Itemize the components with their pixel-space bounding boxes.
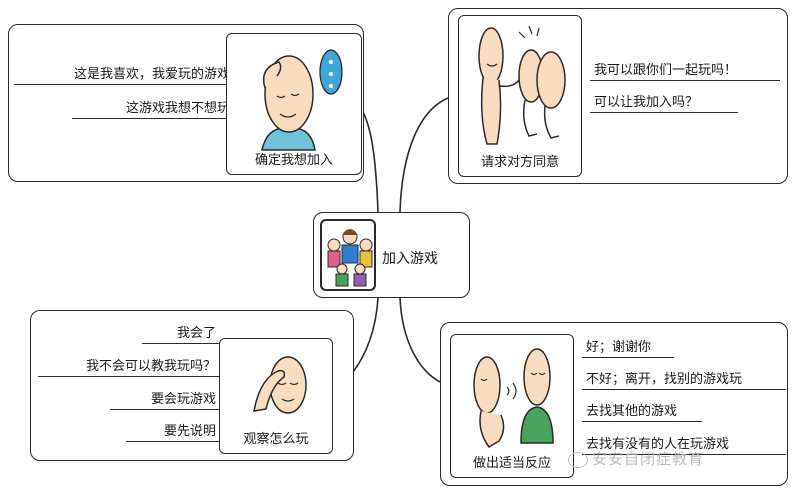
bottom-right-branch-3: 去找其他的游戏 bbox=[582, 404, 702, 422]
bottom-left-branch-2: 我不会可以教我玩吗？ bbox=[38, 359, 220, 377]
top-left-card: 确定我想加入 bbox=[226, 33, 362, 175]
center-image bbox=[320, 219, 376, 291]
top-right-card: 请求对方同意 bbox=[458, 15, 582, 177]
bottom-right-branch-4: 去找有没有的人在玩游戏 bbox=[582, 437, 786, 455]
bottom-right-card: 做出适当反应 bbox=[450, 334, 574, 478]
wechat-icon bbox=[568, 451, 588, 468]
bottom-left-branch-1: 我会了 bbox=[142, 326, 220, 344]
bottom-left-card-label: 观察怎么玩 bbox=[243, 432, 309, 447]
bottom-right-branch-1: 好；谢谢你 bbox=[582, 340, 674, 358]
bottom-right-card-label: 做出适当反应 bbox=[472, 456, 551, 471]
bottom-left-branch-3: 要会玩游戏 bbox=[110, 392, 220, 410]
top-left-branch-2: 这游戏我想不想玩 bbox=[72, 101, 234, 119]
bottom-left-branch-4: 要先说明 bbox=[126, 424, 220, 442]
group-of-children-illustration bbox=[327, 229, 373, 287]
top-left-card-label: 确定我想加入 bbox=[254, 153, 333, 168]
top-right-card-label: 请求对方同意 bbox=[480, 155, 559, 170]
watermark-text: 安安自闭症教育 bbox=[592, 450, 705, 468]
top-right-branch-2: 可以让我加入吗？ bbox=[590, 95, 738, 113]
top-right-branch-1: 我可以跟你们一起玩吗！ bbox=[590, 63, 780, 81]
center-label: 加入游戏 bbox=[382, 251, 438, 267]
thinking-person-illustration bbox=[261, 49, 343, 151]
asking-people-illustration bbox=[478, 25, 566, 145]
bottom-left-card: 观察怎么玩 bbox=[219, 338, 333, 454]
watermark: 安安自闭症教育 bbox=[568, 448, 704, 469]
bottom-right-branch-2: 不好；离开，找别的游戏玩 bbox=[582, 372, 786, 390]
top-left-branch-1: 这是我喜欢，我爱玩的游戏 bbox=[14, 67, 234, 85]
two-people-talking-illustration bbox=[473, 348, 554, 448]
observing-person-illustration bbox=[253, 356, 307, 414]
